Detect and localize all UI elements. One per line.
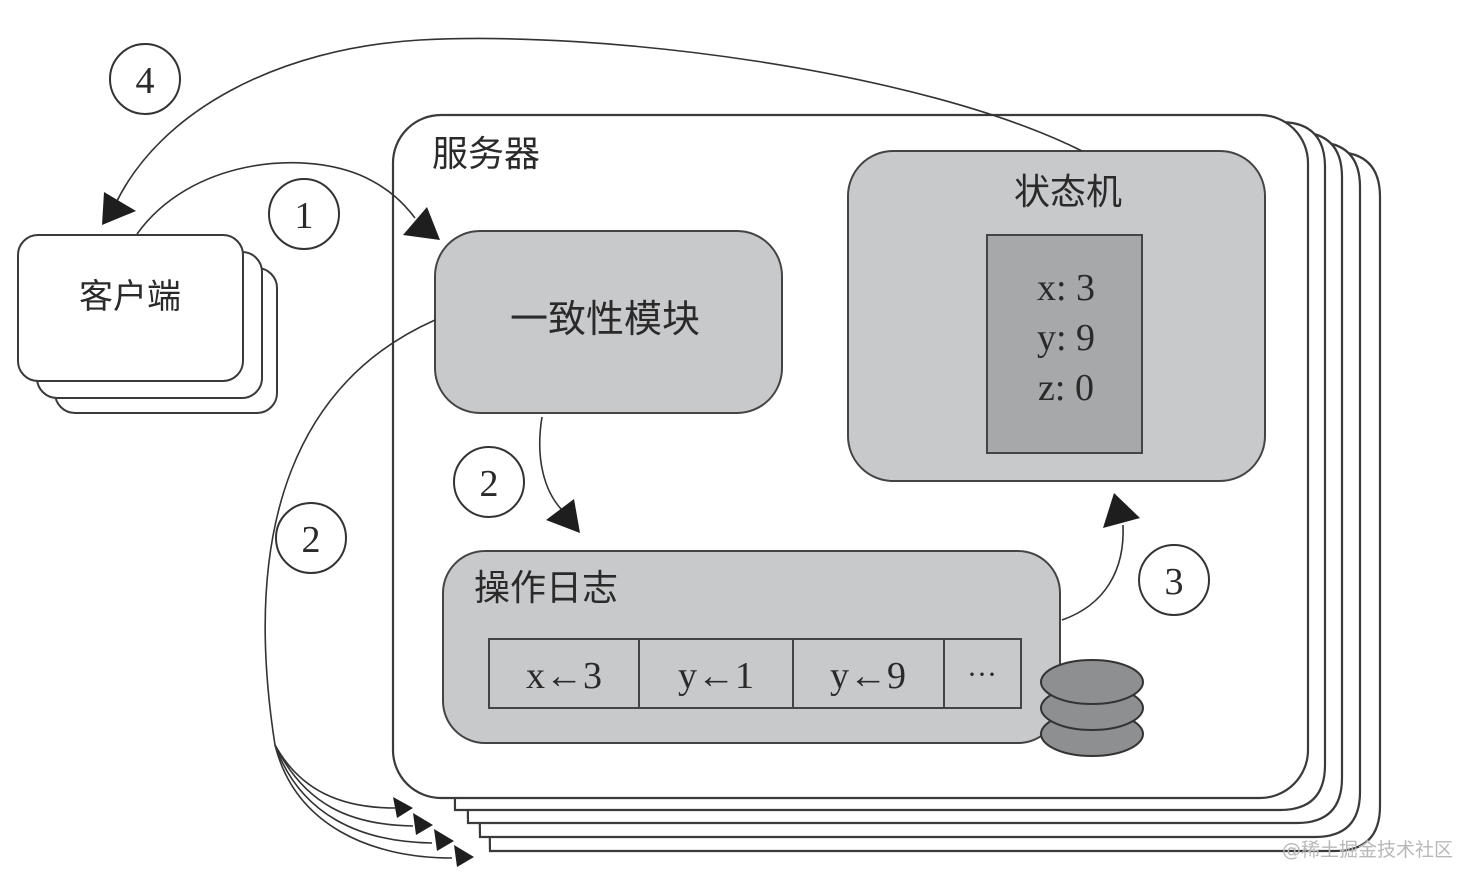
consensus-module-label: 一致性模块: [510, 297, 700, 341]
arrow-step-3: [1061, 493, 1140, 621]
state-var-x: x: 3: [1037, 267, 1095, 309]
arrow-path: [274, 744, 396, 809]
step-badge-2b: 2: [275, 502, 347, 574]
client-card-front: [17, 234, 244, 382]
arrow-path: [274, 744, 414, 827]
state-machine-label: 状态机: [1014, 172, 1122, 213]
arrow-path: [539, 416, 563, 511]
step-number: 3: [1165, 561, 1184, 603]
log-entry-cell: [792, 638, 945, 709]
log-entry-cell: [943, 638, 1022, 709]
arrowhead-icon: [434, 829, 454, 851]
operation-log-label: 操作日志: [474, 568, 618, 609]
server-label: 服务器: [432, 134, 540, 175]
arrow-path: [264, 319, 436, 746]
disk-storage-icon: [1040, 659, 1144, 757]
arrow-path: [136, 161, 416, 235]
client-stack: 客户端: [17, 234, 278, 414]
step-circle: [453, 446, 525, 518]
state-register-box: [986, 234, 1143, 454]
arrow-step-1: [136, 161, 440, 240]
consensus-module: 一致性模块: [434, 230, 783, 414]
arrowhead-icon: [1103, 493, 1140, 528]
arrow-path: [1061, 524, 1124, 621]
step-number: 2: [480, 463, 499, 505]
log-entry-text: y←9: [830, 655, 906, 697]
step-number: 2: [302, 519, 321, 561]
log-entries: x←3 y←1 y←9 ···: [488, 638, 1022, 709]
log-entry-text: x←3: [526, 655, 602, 697]
step-badge-4: 4: [109, 43, 181, 115]
step-number: 4: [136, 60, 155, 102]
consensus-module-box: [434, 230, 783, 414]
client-label: 客户端: [79, 277, 181, 317]
step-badge-1: 1: [268, 178, 340, 250]
arrowhead-icon: [546, 499, 580, 533]
arrow-path: [274, 744, 453, 859]
arrow-path: [114, 37, 1083, 206]
arrowhead-icon: [413, 813, 433, 835]
step-circle: [275, 502, 347, 574]
operation-log: 操作日志 x←3 y←1 y←9 ···: [442, 550, 1061, 744]
log-entry-text: ···: [967, 658, 997, 691]
step-circle: [109, 43, 181, 115]
arrow-step-2a: [539, 416, 580, 533]
log-entry-cell: [488, 638, 640, 709]
arrowhead-icon: [403, 207, 440, 240]
arrow-step-2b: [264, 319, 474, 867]
step-circle: [268, 178, 340, 250]
state-var-y: y: 9: [1037, 317, 1095, 359]
step-circle: [1138, 544, 1210, 616]
arrowhead-icon: [102, 192, 136, 225]
arrow-path: [274, 744, 433, 844]
log-entry-text: y←1: [678, 655, 754, 697]
arrowhead-icon: [393, 797, 413, 818]
watermark: @稀土掘金技术社区: [1282, 839, 1453, 861]
arrow-step-4: [102, 37, 1083, 225]
disk-platter: [1040, 659, 1144, 705]
step-badge-2a: 2: [453, 446, 525, 518]
step-number: 1: [295, 195, 314, 237]
state-machine: 状态机 x: 3 y: 9 z: 0: [847, 150, 1266, 482]
arrowhead-icon: [454, 845, 474, 867]
state-var-z: z: 0: [1038, 367, 1094, 409]
step-badge-3: 3: [1138, 544, 1210, 616]
